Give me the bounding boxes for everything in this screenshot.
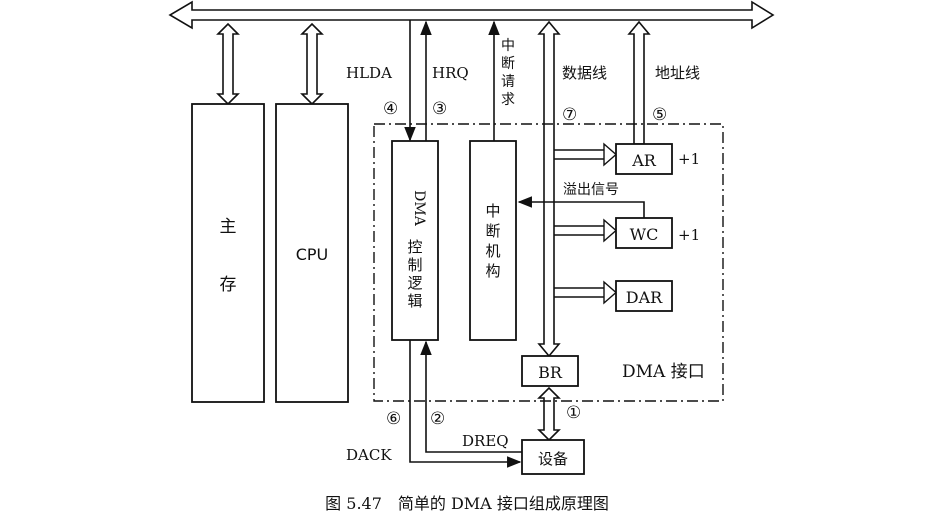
int-request-char-1: 中 (501, 38, 515, 54)
br-label: BR (538, 363, 563, 382)
int-mech-char-3: 机 (485, 242, 500, 260)
overflow-signal-label: 溢出信号 (563, 182, 619, 198)
int-mech-char-2: 断 (485, 222, 500, 240)
interrupt-mechanism-block (469, 140, 517, 341)
dreq-line (420, 340, 522, 453)
step-7-marker: ⑦ (562, 105, 577, 125)
data-to-wc-branch (554, 218, 618, 243)
data-line-label: 数据线 (562, 64, 607, 82)
dma-logic-char-3: 逻 (407, 274, 422, 292)
dma-interface-label: DMA 接口 (622, 362, 705, 382)
step-1-marker: ① (566, 403, 581, 423)
int-request-char-2: 断 (501, 56, 515, 72)
step-2-marker: ② (430, 409, 445, 429)
hrq-label: HRQ (432, 64, 469, 82)
wc-label: WC (630, 225, 659, 244)
main-memory-label-1: 主 (220, 217, 237, 237)
step-3-marker: ③ (432, 99, 447, 119)
cpu-label: CPU (296, 245, 329, 264)
device-block (521, 439, 585, 475)
step-5-marker: ⑤ (652, 105, 667, 125)
ar-increment-label: +1 (678, 150, 700, 168)
main-memory-label-2: 存 (220, 275, 237, 295)
dar-label: DAR (626, 288, 663, 307)
main-memory-block (191, 103, 265, 403)
br-register (521, 355, 579, 387)
dma-logic-char-4: 辑 (407, 292, 422, 310)
step-6-marker: ⑥ (386, 409, 401, 429)
int-mech-char-4: 构 (485, 262, 500, 280)
step-4-marker: ④ (383, 99, 398, 119)
dma-logic-char-1: 控 (407, 238, 422, 256)
data-line-connector (537, 20, 561, 358)
data-to-dar-branch (554, 280, 618, 305)
dreq-label: DREQ (462, 432, 509, 450)
br-device-connector (537, 386, 561, 442)
memory-bus-connector (216, 22, 240, 106)
hlda-label: HLDA (346, 64, 392, 82)
dma-interface-boundary (373, 123, 724, 402)
dma-logic-char-2: 制 (407, 256, 422, 274)
dma-control-logic-block (391, 140, 439, 341)
data-to-ar-branch (554, 142, 618, 167)
ar-label: AR (631, 151, 657, 170)
device-label: 设备 (538, 450, 568, 468)
int-mech-char-1: 中 (485, 202, 500, 220)
dack-label: DACK (346, 446, 392, 464)
cpu-bus-connector (300, 22, 324, 106)
int-request-char-3: 请 (501, 74, 515, 90)
dack-line (409, 340, 522, 468)
system-bus (168, 0, 775, 30)
wc-increment-label: +1 (678, 226, 700, 244)
ar-register (615, 143, 673, 175)
dma-logic-label-dma: DMA (411, 190, 427, 227)
address-line-label: 地址线 (655, 64, 700, 82)
address-line-connector (627, 20, 651, 145)
int-request-char-4: 求 (501, 92, 515, 108)
cpu-block (275, 103, 349, 403)
dar-register (615, 280, 673, 312)
figure-caption: 图 5.47 简单的 DMA 接口组成原理图 (325, 494, 609, 513)
overflow-signal-line (517, 196, 645, 218)
